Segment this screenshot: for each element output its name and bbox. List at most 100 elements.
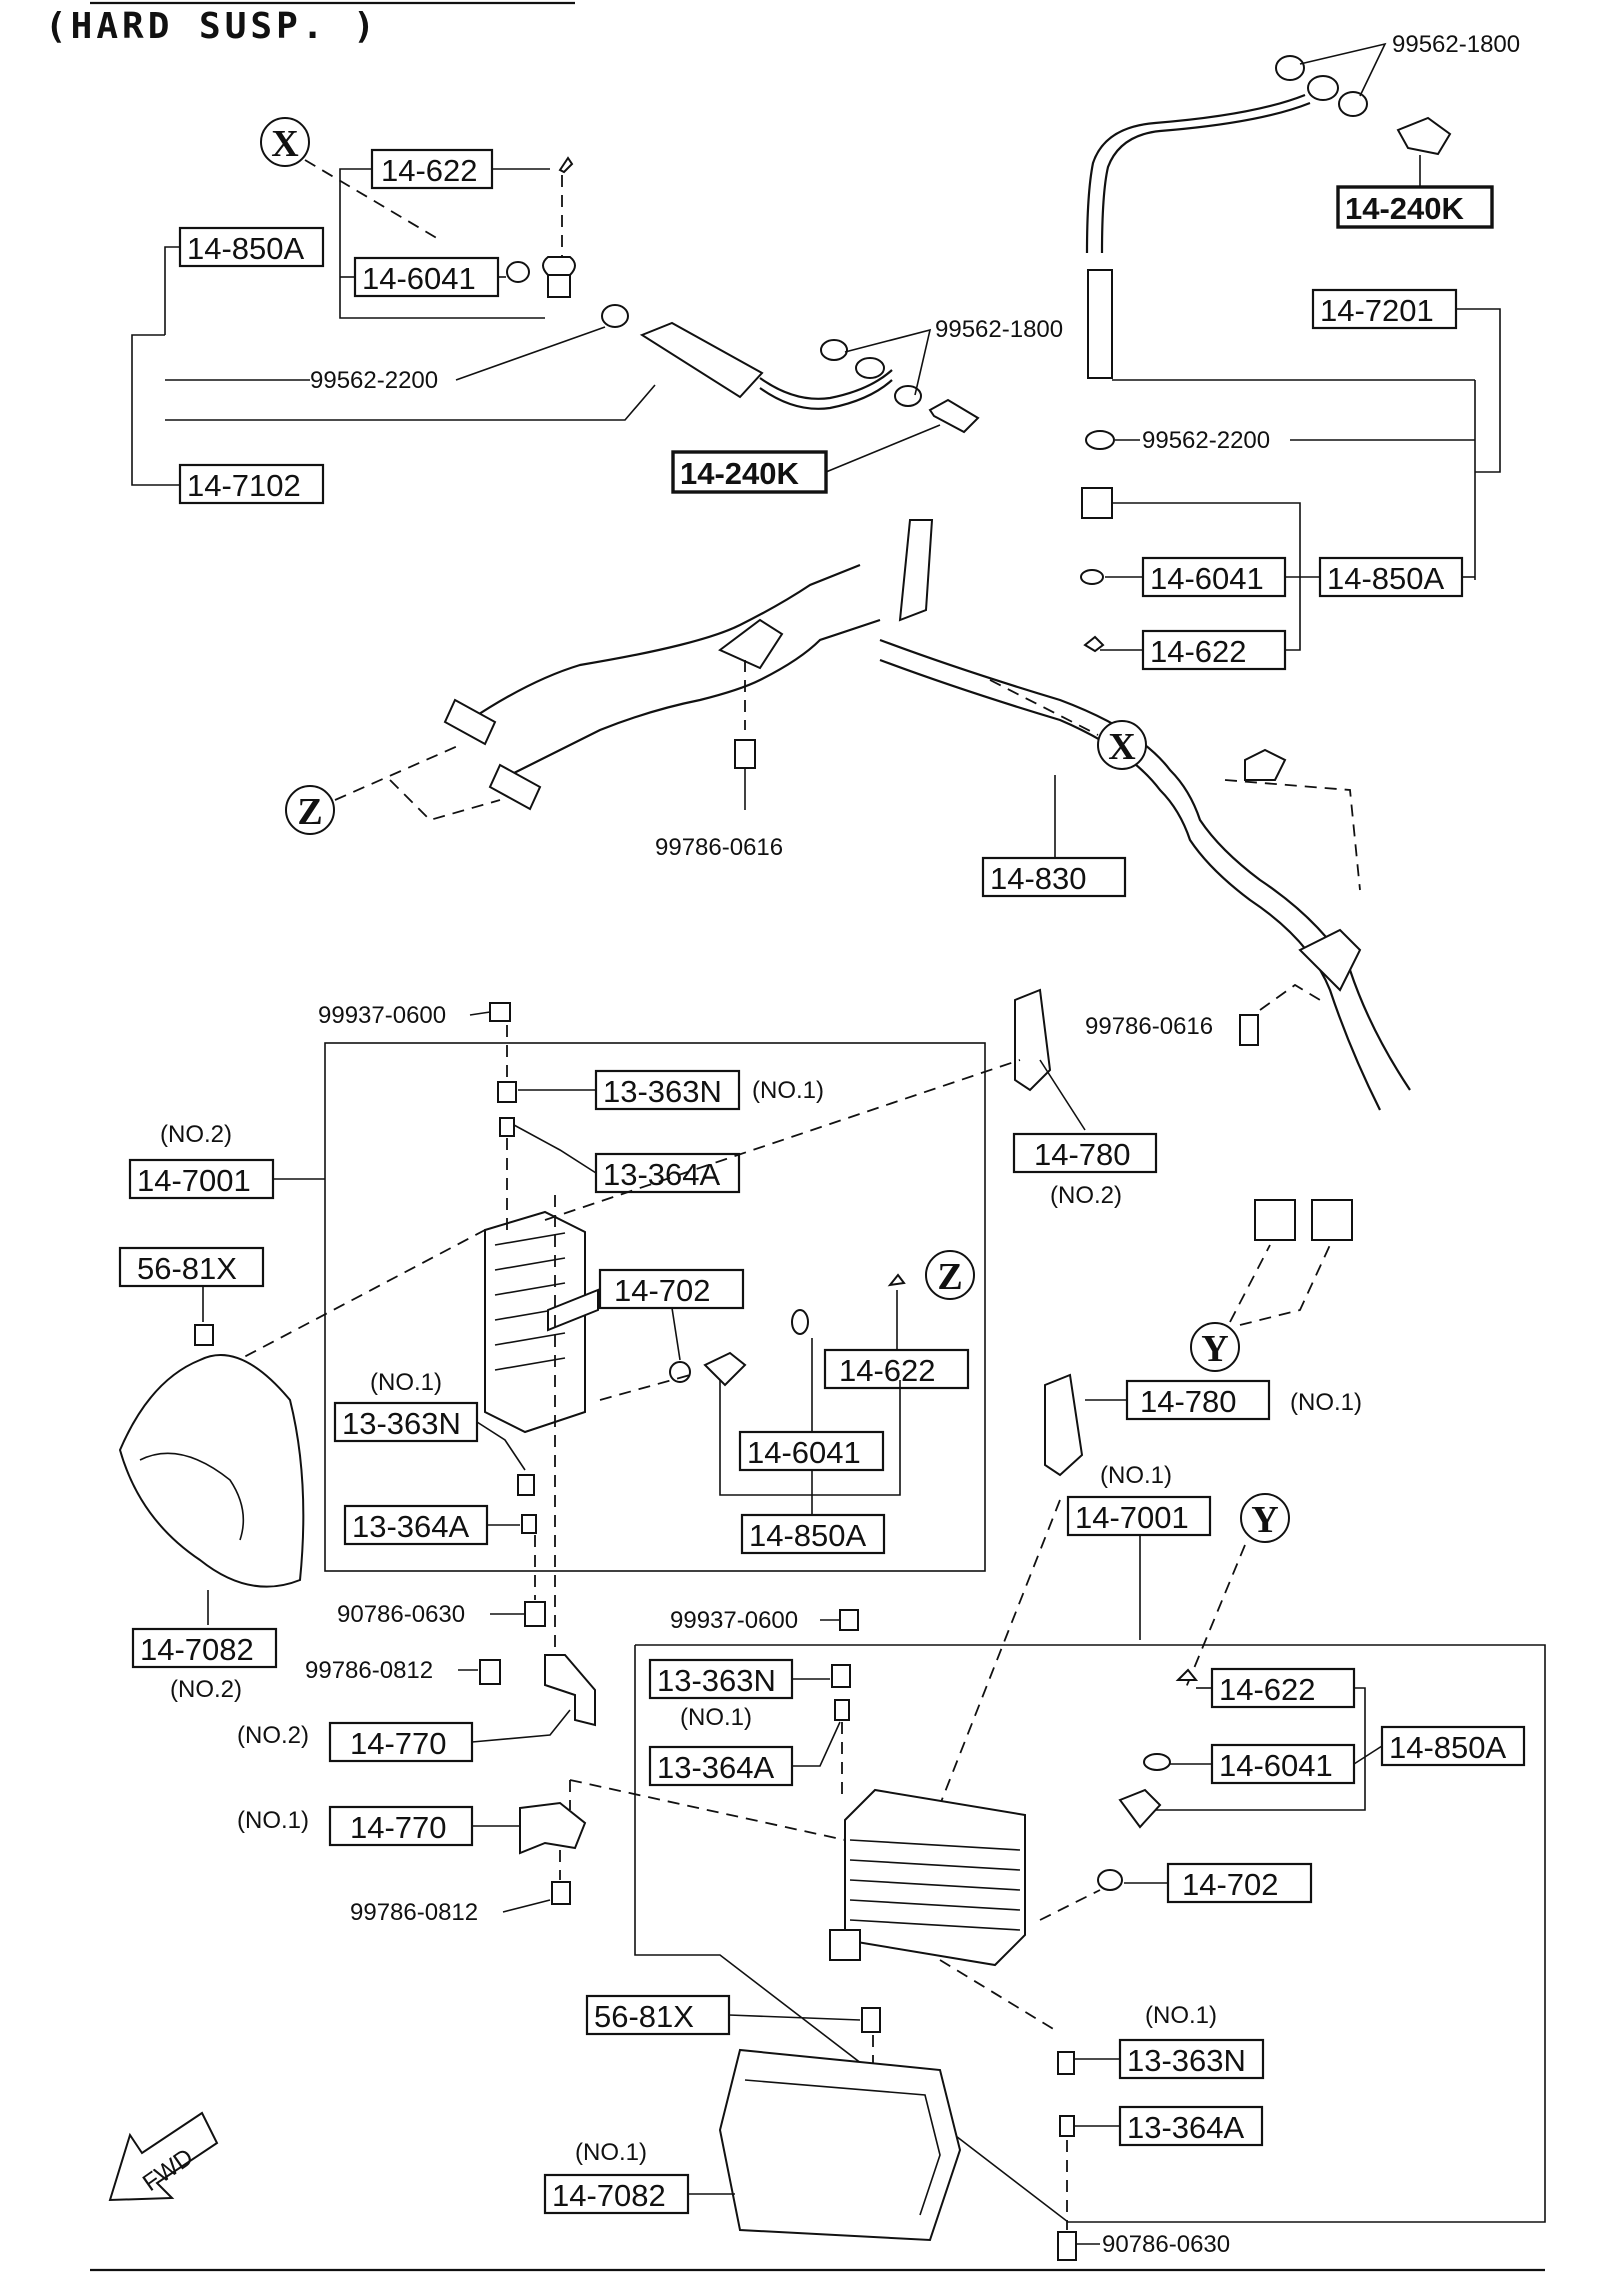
washer-99562-2200 <box>1085 430 1115 450</box>
label-box <box>648 1658 794 1700</box>
leader-dashed <box>334 744 461 801</box>
note: (NO.2) <box>160 1121 232 1148</box>
note: (NO.2) <box>170 1676 242 1703</box>
hose-end <box>488 763 542 811</box>
bracket-line <box>164 246 180 335</box>
callout-z-label: Z <box>937 1256 962 1298</box>
part-label: 14-7082 <box>552 2178 666 2213</box>
part-label: 14-770 <box>350 1726 447 1761</box>
part-label: 14-702 <box>614 1273 711 1308</box>
part-label: 14-850A <box>749 1518 867 1553</box>
part-number: 99562-2200 <box>1142 427 1270 454</box>
bolt-99786-0616 <box>734 739 756 769</box>
label-box <box>648 1745 794 1787</box>
part-number: 99562-2200 <box>310 367 438 394</box>
leader-line <box>455 326 606 381</box>
bolt-90786-0630 <box>524 1601 546 1627</box>
cooler-frame <box>634 1644 1546 2223</box>
bracket <box>1244 748 1287 781</box>
hose-pipe <box>759 379 893 410</box>
cooler-frame <box>324 1042 986 1572</box>
note: (NO.1) <box>752 1077 824 1104</box>
part-number: 99937-0600 <box>670 1607 798 1634</box>
part-label: 14-6041 <box>1219 1748 1333 1783</box>
part-label: 13-363N <box>657 1663 776 1698</box>
leader-dashed <box>569 1779 846 1841</box>
bolt-99786-0616 <box>1239 1014 1259 1046</box>
part-label: 14-850A <box>1389 1730 1507 1765</box>
bracket-14-780 <box>1014 988 1052 1092</box>
part-label: 14-622 <box>1150 634 1247 669</box>
part-number: 99786-0812 <box>305 1657 433 1684</box>
hose-end <box>1254 1199 1296 1241</box>
cooler-fins <box>849 1839 1021 1931</box>
callout-z-circle <box>925 1250 975 1300</box>
leader-dashed <box>1239 1244 1331 1326</box>
hose-end <box>443 698 497 746</box>
label-box <box>333 1401 479 1443</box>
leader-line <box>1353 1745 1383 1765</box>
label-box <box>1210 1743 1356 1785</box>
nut-99937-0600 <box>839 1609 859 1631</box>
leader-dashed <box>989 679 1099 736</box>
pipe-clamp <box>718 618 784 670</box>
note: (NO.1) <box>575 2139 647 2166</box>
hose-pipe <box>759 369 893 400</box>
oring-14-6041 <box>1143 1753 1171 1771</box>
bracket-line <box>1456 308 1501 473</box>
collar-13-364A <box>834 1699 850 1721</box>
part-label: 13-364A <box>352 1509 470 1544</box>
part-label: 13-364A <box>603 1157 721 1192</box>
callout-x-circle <box>1097 720 1147 770</box>
callout-x-label: X <box>271 123 298 165</box>
fitting-14-850A <box>703 1351 747 1387</box>
part-label: 14-7201 <box>1320 293 1434 328</box>
part-label: 13-364A <box>657 1750 775 1785</box>
leader-line <box>502 1899 551 1913</box>
label-box <box>1012 1132 1158 1174</box>
label-box <box>1118 2038 1265 2080</box>
label-box <box>823 1348 970 1390</box>
washer-99562-1800 <box>820 339 848 361</box>
hose-pipe <box>1085 93 1306 254</box>
part-label: 14-240K <box>1345 191 1465 226</box>
label-box <box>343 1504 489 1546</box>
leader-line <box>513 1124 597 1174</box>
hose-14-7201 <box>1087 269 1113 379</box>
fwd-arrow-icon <box>108 2111 219 2202</box>
duct-shroud <box>118 1354 305 1588</box>
label-box <box>598 1268 745 1310</box>
callout-y-label: Y <box>1251 1499 1278 1541</box>
callout-z-label: Z <box>297 791 322 833</box>
note: (NO.1) <box>680 1704 752 1731</box>
part-label: 14-6041 <box>1150 561 1264 596</box>
leader-line <box>1299 42 1387 97</box>
label-box <box>1066 1495 1212 1537</box>
part-label: 13-363N <box>1127 2043 1246 2078</box>
bracket-line <box>131 334 180 486</box>
air-duct-no2: 56-81X 14-7082 (NO.2) <box>118 1229 486 1703</box>
part-number: 99562-1800 <box>1392 31 1520 58</box>
label-box <box>178 463 325 505</box>
leader-dashed <box>544 1059 1021 1221</box>
nut-56-81X <box>194 1324 214 1346</box>
leader-dashed <box>304 159 441 241</box>
label-box <box>1336 185 1494 229</box>
clip-14-622 <box>1175 1668 1199 1681</box>
label-box <box>131 1627 278 1669</box>
label-box <box>981 856 1127 898</box>
part-number: 99562-1800 <box>935 316 1063 343</box>
part-label: 14-7082 <box>140 1632 254 1667</box>
part-label: 14-622 <box>1219 1672 1316 1707</box>
washer-14-702 <box>669 1361 691 1383</box>
label-box <box>594 1069 741 1111</box>
leader-line <box>469 1011 491 1016</box>
part-number: 90786-0630 <box>337 1601 465 1628</box>
part-label: 14-622 <box>381 153 478 188</box>
washer-14-702 <box>1097 1869 1123 1891</box>
hose-14-7102 <box>639 321 764 399</box>
label-box <box>178 226 325 268</box>
oring-14-6041 <box>506 261 530 283</box>
part-label: 13-363N <box>603 1074 722 1109</box>
